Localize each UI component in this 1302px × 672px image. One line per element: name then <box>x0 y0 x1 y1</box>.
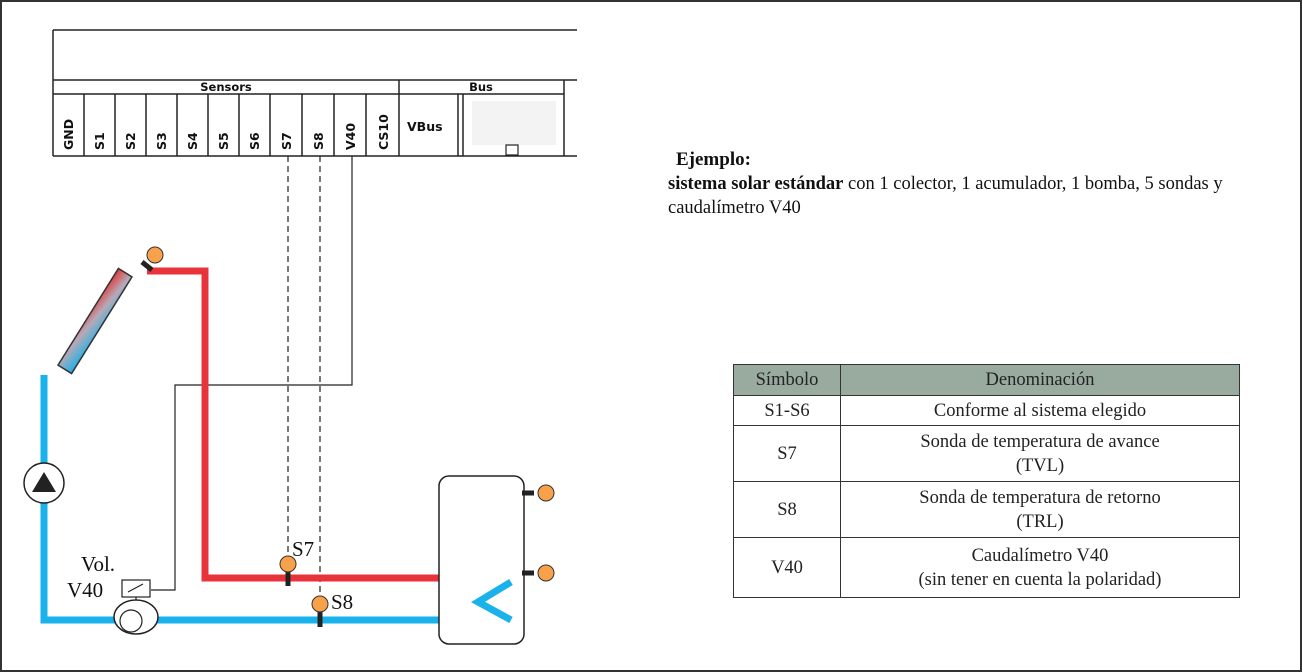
row-symbol: S1-S6 <box>733 395 841 426</box>
s8-label: S8 <box>331 590 353 614</box>
row-name: Conforme al sistema elegido <box>840 395 1240 426</box>
sensors-section-label: Sensors <box>200 80 252 94</box>
table-row: S8 Sonda de temperatura de retorno (TRL) <box>733 481 1240 538</box>
flow-meter-switch-contact <box>127 583 144 593</box>
bus-port-notch <box>505 144 519 156</box>
sensor-wires <box>151 156 353 600</box>
table-header-row: Símbolo Denominación <box>733 364 1240 396</box>
storage-tank <box>438 475 525 645</box>
terminal-vbus: VBus <box>407 119 443 134</box>
collector-sensor-mount <box>140 260 154 272</box>
terminal-s3: S3 <box>154 132 169 150</box>
vol-label: Vol. <box>81 552 115 576</box>
row-symbol: V40 <box>733 537 841 598</box>
s7-label: S7 <box>292 537 314 561</box>
row-name-line1: Conforme al sistema elegido <box>933 400 1147 421</box>
row-name-line1: Caudalímetro V40 <box>971 545 1109 566</box>
row-symbol: S7 <box>733 425 841 482</box>
controller-terminal-block <box>52 29 577 157</box>
table-row: V40 Caudalímetro V40 (sin tener en cuenta… <box>733 537 1240 598</box>
terminal-v40: V40 <box>343 123 358 150</box>
solar-collector <box>56 267 134 375</box>
example-text: sistema solar estándar con 1 colector, 1… <box>668 172 1288 220</box>
collector-sensor-icon <box>146 246 164 264</box>
s8-sensor-icon <box>311 595 329 613</box>
pump-arrow-icon <box>32 472 56 492</box>
terminal-cs10: CS10 <box>376 114 391 150</box>
s7-sensor-icon <box>279 555 297 573</box>
terminal-s8: S8 <box>311 132 326 150</box>
row-name-line2: (TVL) <box>1015 455 1065 476</box>
tank-sensor-bottom-icon <box>537 564 555 582</box>
cold-return-pipe <box>40 375 505 624</box>
row-name: Sonda de temperatura de avance (TVL) <box>840 425 1240 482</box>
hot-flow-pipe <box>147 267 510 582</box>
terminal-s2: S2 <box>123 132 138 150</box>
example-heading: Ejemplo: <box>676 149 751 170</box>
example-text-rest: con 1 colector, 1 acumulador, 1 bomba, 5… <box>668 174 1223 218</box>
terminal-s6: S6 <box>247 132 262 150</box>
bus-section-label: Bus <box>469 80 493 94</box>
row-name-line1: Sonda de temperatura de avance <box>920 431 1160 452</box>
sensor-legend-table: Símbolo Denominación S1-S6 Conforme al s… <box>733 364 1240 598</box>
header-symbol: Símbolo <box>733 364 841 396</box>
table-row: S7 Sonda de temperatura de avance (TVL) <box>733 425 1240 482</box>
v40-label: V40 <box>67 578 103 602</box>
bus-port <box>472 101 556 145</box>
terminal-s4: S4 <box>185 132 200 150</box>
example-text-bold: sistema solar estándar <box>668 174 844 194</box>
terminal-s1: S1 <box>92 132 107 150</box>
flow-meter-rotor-icon <box>119 609 143 633</box>
row-name-line1: Sonda de temperatura de retorno <box>919 487 1161 508</box>
row-name: Caudalímetro V40 (sin tener en cuenta la … <box>840 537 1240 598</box>
terminal-gnd: GND <box>61 119 76 150</box>
row-name-line2: (sin tener en cuenta la polaridad) <box>918 569 1162 590</box>
heat-exchanger-coil <box>470 579 513 624</box>
row-name-line2: (TRL) <box>1016 511 1064 532</box>
example-description: Ejemplo: sistema solar estándar con 1 co… <box>668 148 1288 220</box>
terminal-s7: S7 <box>279 132 294 150</box>
header-name: Denominación <box>840 364 1240 396</box>
flow-meter-switch <box>121 579 151 598</box>
row-symbol: S8 <box>733 481 841 538</box>
row-name: Sonda de temperatura de retorno (TRL) <box>840 481 1240 538</box>
terminal-s5: S5 <box>216 132 231 150</box>
tank-sensor-top-icon <box>537 484 555 502</box>
table-row: S1-S6 Conforme al sistema elegido <box>733 395 1240 426</box>
